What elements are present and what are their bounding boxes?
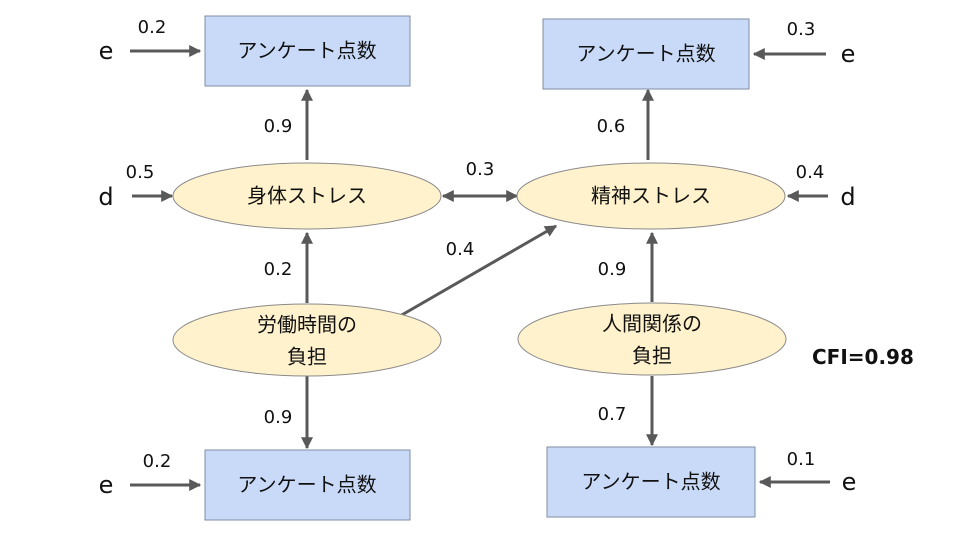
survey-score-label-top-left: アンケート点数	[237, 39, 376, 63]
error-term-q4: e	[842, 468, 857, 496]
survey-score-label-top-right: アンケート点数	[576, 42, 715, 66]
physical-stress-label: 身体ストレス	[247, 184, 367, 208]
survey-score-label-bottom-right: アンケート点数	[581, 470, 720, 494]
coef-d-mental: 0.4	[796, 162, 825, 183]
coef-work-mental: 0.4	[446, 239, 475, 260]
survey-score-label-bottom-left: アンケート点数	[237, 473, 376, 497]
coef-work-q3: 0.9	[264, 407, 293, 428]
mental-stress-label: 精神ストレス	[591, 184, 711, 208]
work-hours-burden-label-line1: 労働時間の	[257, 313, 357, 337]
survey-score-box-top-left	[204, 15, 411, 87]
relationship-burden-ellipse	[517, 302, 787, 376]
coef-relations-mental: 0.9	[598, 259, 627, 280]
disturbance-mental: d	[840, 183, 855, 211]
coef-physical-q1: 0.9	[264, 116, 293, 137]
error-term-q2: e	[841, 40, 856, 68]
coef-e-q3: 0.2	[143, 451, 172, 472]
coef-physical-mental-cov: 0.3	[466, 159, 495, 180]
coef-e-q1: 0.2	[138, 17, 167, 38]
work-hours-burden-label-line2: 負担	[287, 345, 327, 369]
relationship-burden-label-line1: 人間関係の	[602, 312, 702, 336]
survey-score-box-bottom-left	[204, 449, 411, 521]
physical-stress-ellipse	[172, 162, 442, 230]
survey-score-box-bottom-right	[546, 446, 756, 518]
coef-e-q2: 0.3	[787, 19, 816, 40]
coef-relations-q4: 0.7	[598, 404, 627, 425]
coef-e-q4: 0.1	[787, 449, 816, 470]
coef-d-physical: 0.5	[126, 162, 155, 183]
work-hours-burden-ellipse	[172, 303, 442, 377]
cfi-fit-index: CFI=0.98	[812, 345, 914, 369]
relationship-burden-label-line2: 負担	[632, 344, 672, 368]
coef-work-physical: 0.2	[264, 259, 293, 280]
coef-mental-q2: 0.6	[597, 116, 626, 137]
disturbance-physical: d	[98, 183, 113, 211]
arrow-work-mental	[399, 224, 558, 318]
survey-score-box-top-right	[542, 18, 750, 90]
error-term-q1: e	[99, 37, 114, 65]
mental-stress-ellipse	[516, 162, 786, 230]
error-term-q3: e	[99, 471, 114, 499]
